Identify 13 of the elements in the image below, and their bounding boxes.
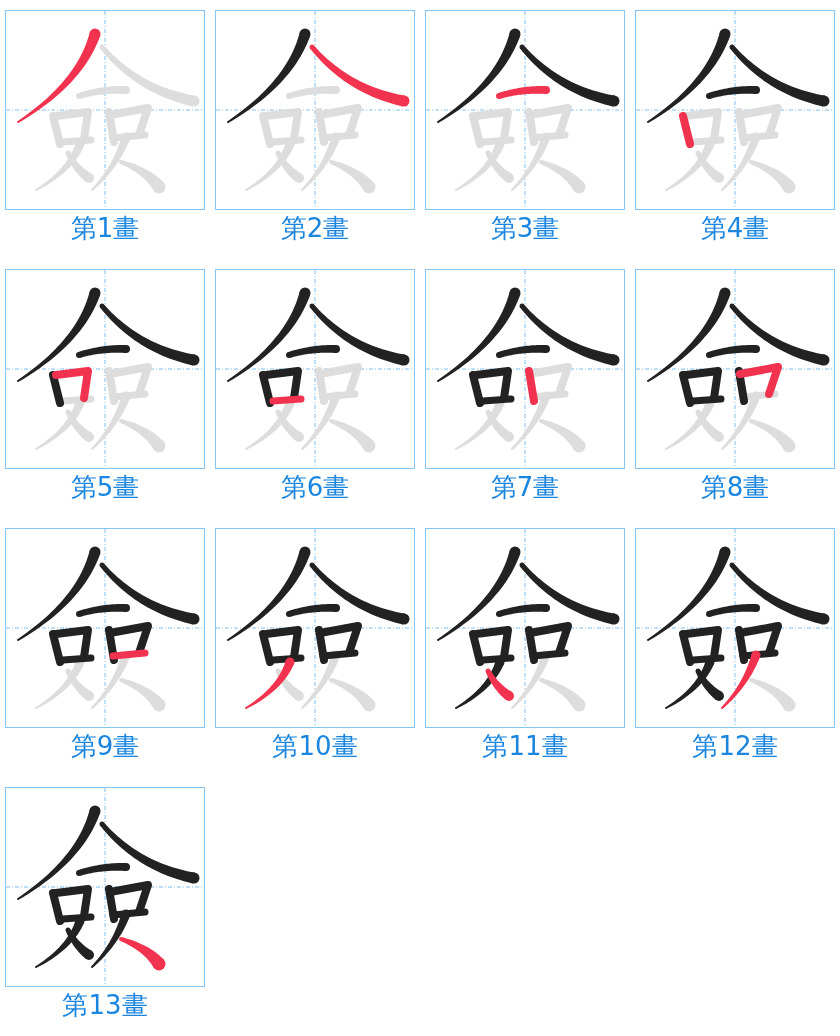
- stroke-caption: 第5畫: [70, 471, 140, 504]
- stroke-caption: 第1畫: [70, 212, 140, 245]
- stroke-caption: 第7畫: [490, 471, 560, 504]
- stroke-caption: 第6畫: [280, 471, 350, 504]
- stroke-caption: 第2畫: [280, 212, 350, 245]
- stroke-caption: 第9畫: [70, 730, 140, 763]
- stroke-caption: 第11畫: [482, 730, 568, 763]
- stroke-caption: 第8畫: [700, 471, 770, 504]
- stroke-caption: 第4畫: [700, 212, 770, 245]
- stroke-caption: 第3畫: [490, 212, 560, 245]
- stroke-caption: 第13畫: [62, 989, 148, 1022]
- stroke-caption: 第10畫: [272, 730, 358, 763]
- stroke-caption: 第12畫: [692, 730, 778, 763]
